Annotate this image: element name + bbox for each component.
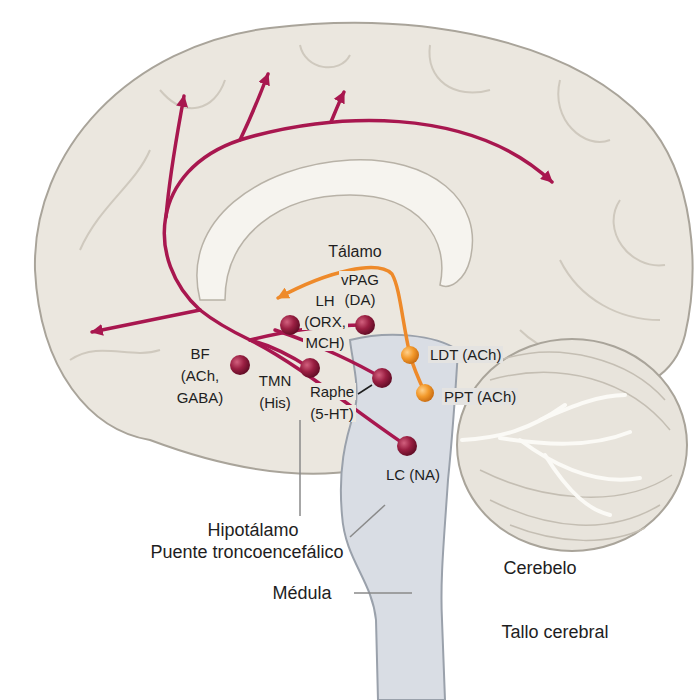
cholinergic-pathway [278,268,425,393]
nucleus-dot [230,355,250,375]
structure-label: vPAG (DA) [339,271,381,308]
structure-label: Cerebelo [501,558,578,578]
label-box: Puente troncoencefálico [117,541,377,563]
arbor-branch [462,405,565,440]
pathways [92,74,552,446]
label-box: LC (NA) [373,464,453,486]
label-box: PPT (ACh) [442,386,518,408]
label-box: TMN (His) [253,370,297,414]
label-box: Hipotálamo [173,519,333,541]
label-box: LH (ORX, MCH) [302,290,348,353]
cerebellum-folia [480,352,672,540]
structure-label: LH (ORX, MCH) [302,292,348,351]
label-box: Cerebelo [485,557,595,579]
leader-line [299,420,301,516]
sulcus [300,45,350,67]
pathway [200,310,407,446]
sulcus [558,80,610,142]
structure-label: Raphe (5-HT) [308,383,356,422]
pathway [164,120,552,310]
structure-label: LDT (ACh) [428,346,503,363]
structure-label: TMN (His) [257,372,294,411]
label-box: vPAG (DA) [337,270,383,310]
arbor-branch [545,455,610,515]
arbor-vitae [462,395,640,515]
label-box: LDT (ACh) [428,344,503,366]
sulcus [70,350,160,360]
pathway [240,74,268,140]
folium [510,525,645,540]
arbor-branch [540,395,625,420]
label-box: Médula [257,582,347,604]
structure-label: Hipotálamo [205,520,300,540]
sulci [70,45,665,360]
label-box: Tallo cerebral [475,621,635,643]
nucleus-dot [300,358,320,378]
nucleus-dot [401,346,419,364]
pathway [166,96,184,217]
structure-label: Tálamo [326,243,383,260]
pathway [92,310,200,332]
nucleus-dot [355,315,375,335]
corpus-callosum [197,160,473,300]
label-box: BF (ACh, GABA) [172,343,228,409]
nucleus-dot [280,315,300,335]
structure-label: Tallo cerebral [499,622,610,642]
leader-line [358,385,372,394]
structure-label: BF (ACh, GABA) [175,345,226,406]
structure-label: LC (NA) [384,466,442,483]
folium [490,500,660,525]
cerebellum [457,339,687,551]
nucleus-dot [397,436,417,456]
structure-label: Puente troncoencefálico [148,542,345,562]
sulcus [429,45,490,93]
arbor-branch [520,440,640,480]
nucleus-dot [416,384,434,402]
sulcus [80,150,150,250]
pathway [331,92,344,122]
label-box: Tálamo [310,241,400,263]
brainstem [341,335,458,700]
structure-label: PPT (ACh) [442,388,518,405]
nucleus-dot [372,368,392,388]
leader-line [354,592,412,594]
leader-line [350,505,385,537]
sulcus [614,200,665,265]
sulcus [560,260,660,320]
structure-label: Médula [270,583,333,603]
sulcus [160,80,225,108]
label-box: Raphe (5-HT) [305,381,359,425]
